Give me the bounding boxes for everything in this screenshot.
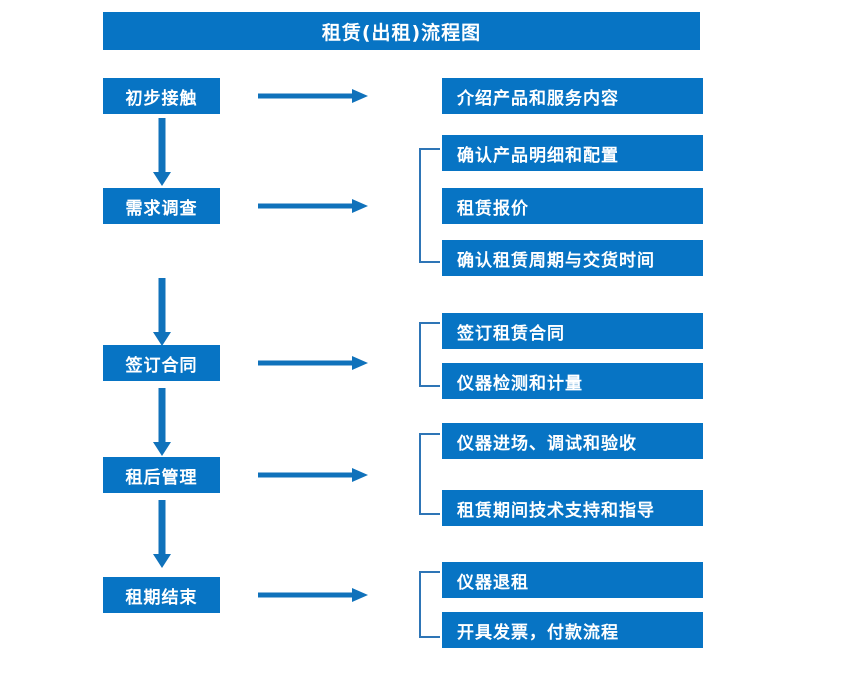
- stage-box-5[interactable]: 租期结束: [103, 577, 220, 613]
- arrow-right-1: [258, 86, 368, 106]
- group-bracket-3: [418, 322, 442, 387]
- arrow-right-5: [258, 585, 368, 605]
- arrow-down-3: [149, 388, 175, 456]
- detail-box-5-2[interactable]: 开具发票，付款流程: [442, 612, 703, 648]
- stage-box-2[interactable]: 需求调查: [103, 188, 220, 224]
- stage-box-3[interactable]: 签订合同: [103, 345, 220, 381]
- detail-box-3-2[interactable]: 仪器检测和计量: [442, 363, 703, 399]
- detail-box-2-2[interactable]: 租赁报价: [442, 188, 703, 224]
- detail-box-1-1[interactable]: 介绍产品和服务内容: [442, 78, 703, 114]
- detail-box-2-3[interactable]: 确认租赁周期与交货时间: [442, 240, 703, 276]
- stage-box-4[interactable]: 租后管理: [103, 457, 220, 493]
- arrow-right-2: [258, 196, 368, 216]
- detail-box-5-1[interactable]: 仪器退租: [442, 562, 703, 598]
- stage-box-1[interactable]: 初步接触: [103, 78, 220, 114]
- detail-box-2-1[interactable]: 确认产品明细和配置: [442, 135, 703, 171]
- group-bracket-4: [418, 433, 442, 515]
- arrow-right-4: [258, 465, 368, 485]
- arrow-down-1: [149, 118, 175, 186]
- group-bracket-5: [418, 571, 442, 638]
- detail-box-4-2[interactable]: 租赁期间技术支持和指导: [442, 490, 703, 526]
- detail-box-3-1[interactable]: 签订租赁合同: [442, 313, 703, 349]
- arrow-right-3: [258, 353, 368, 373]
- arrow-down-2: [149, 278, 175, 346]
- detail-box-4-1[interactable]: 仪器进场、调试和验收: [442, 423, 703, 459]
- group-bracket-2: [418, 148, 442, 263]
- diagram-title: 租赁(出租)流程图: [103, 12, 700, 50]
- arrow-down-4: [149, 500, 175, 568]
